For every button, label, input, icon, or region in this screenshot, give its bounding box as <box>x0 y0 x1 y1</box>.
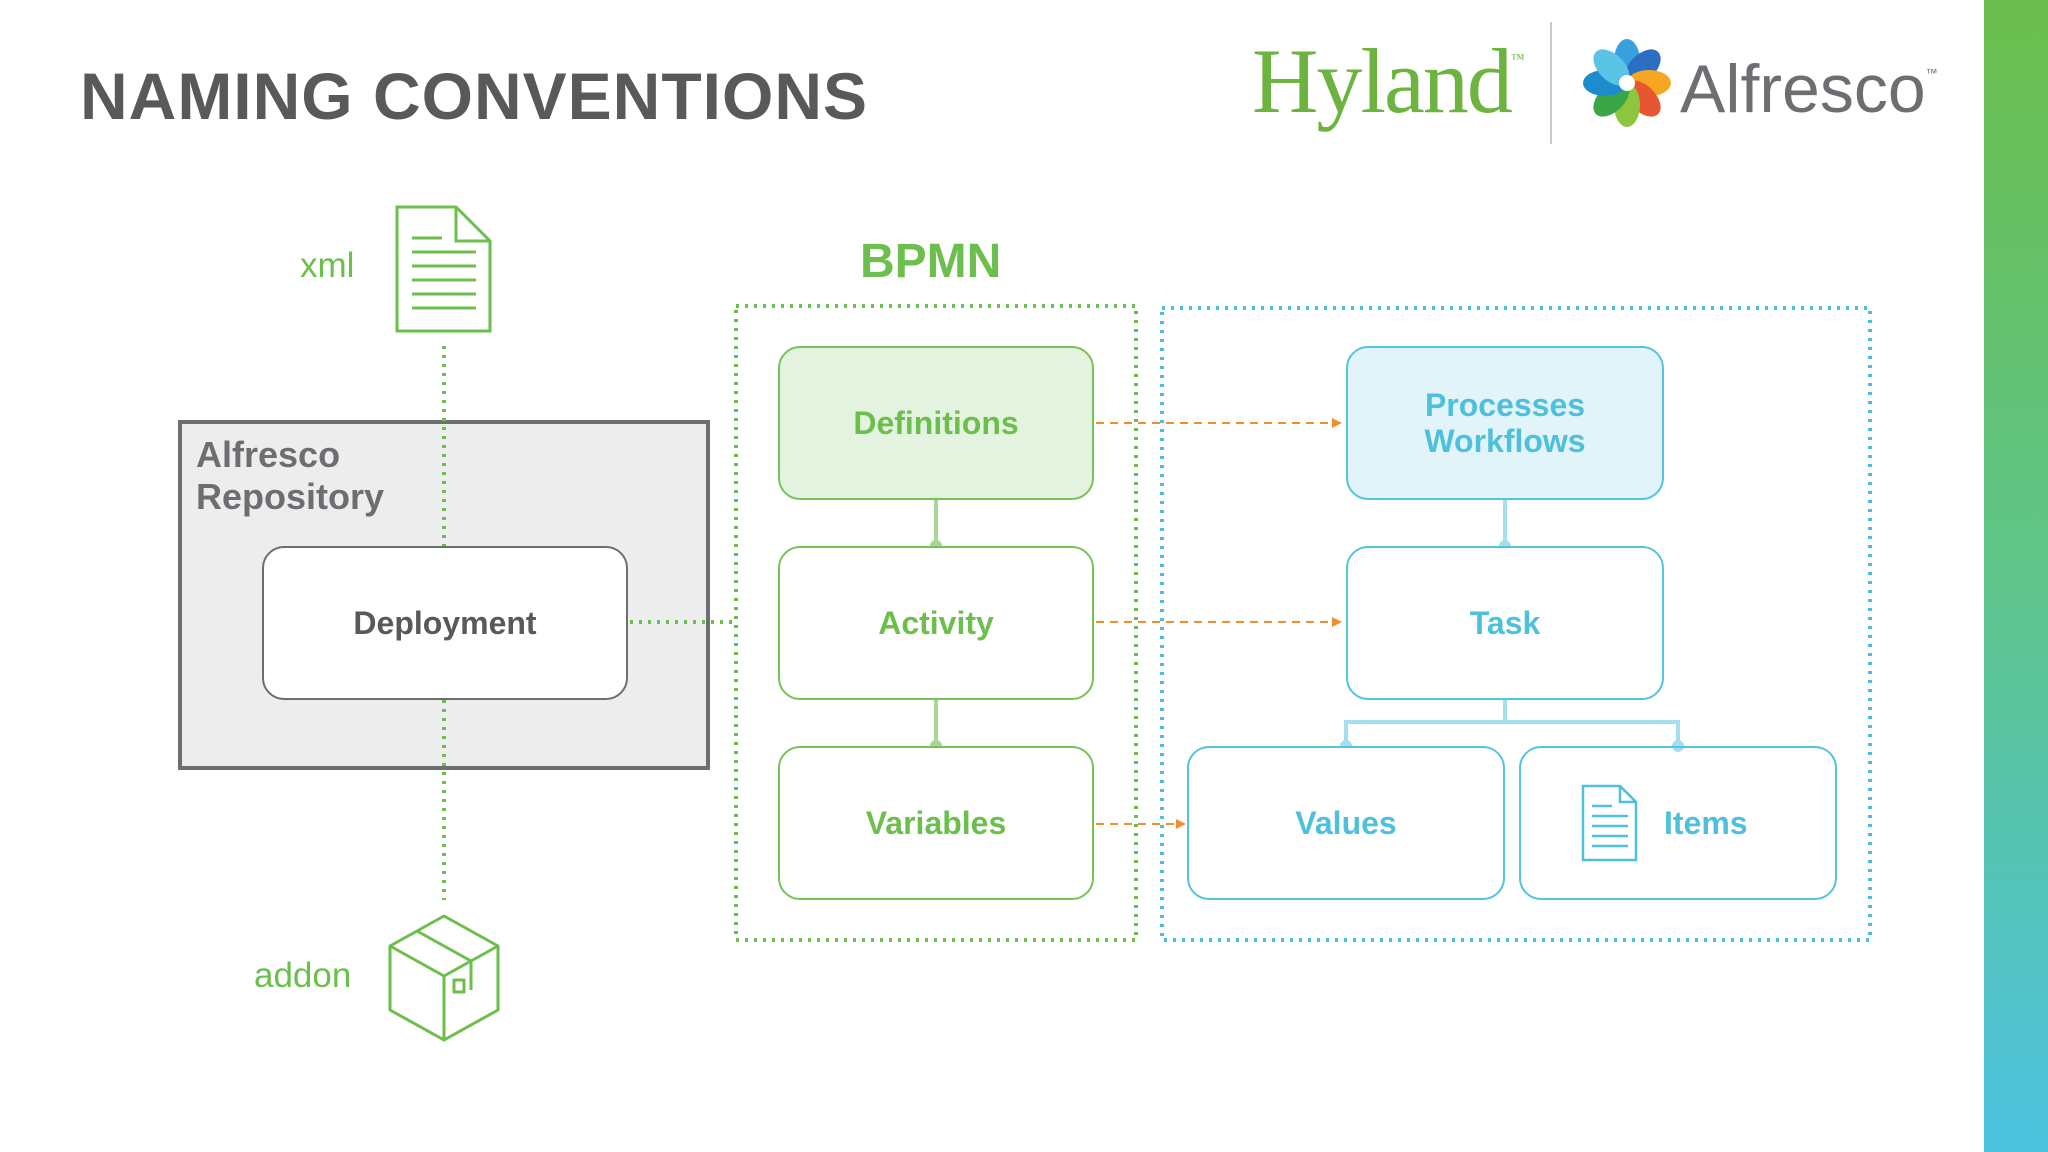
variables-label: Variables <box>865 804 1007 841</box>
definitions-label: Definitions <box>853 404 1019 441</box>
values-node: Values <box>1187 746 1505 900</box>
slide-title: NAMING CONVENTIONS <box>80 59 869 133</box>
alfresco-repository-label: Alfresco Repository <box>196 434 384 518</box>
values-label: Values <box>1295 804 1397 841</box>
xml-label: xml <box>300 246 355 285</box>
deployment-node: Deployment <box>262 546 628 700</box>
processes-workflows-node: Processes Workflows <box>1346 346 1664 500</box>
xml-document-icon <box>395 205 492 333</box>
hyland-logo-text: Hyland <box>1252 30 1513 132</box>
bpmn-title: BPMN <box>860 235 1002 288</box>
bpmn-container <box>734 304 1138 942</box>
logo-divider <box>1550 22 1552 144</box>
deployment-label: Deployment <box>353 604 537 641</box>
items-label: Items <box>1664 804 1748 841</box>
workflow-container <box>1160 306 1872 942</box>
hyland-trademark: ™ <box>1510 52 1525 67</box>
activity-label: Activity <box>878 604 994 641</box>
alfresco-logo-text: Alfresco <box>1680 51 1926 127</box>
activity-node: Activity <box>778 546 1094 700</box>
task-label: Task <box>1469 604 1541 641</box>
package-box-icon <box>388 914 500 1042</box>
repository-label-line1: Alfresco <box>196 434 341 475</box>
repository-label-line2: Repository <box>196 476 385 517</box>
items-document-icon <box>1581 784 1638 862</box>
addon-label: addon <box>254 956 352 995</box>
task-node: Task <box>1346 546 1664 700</box>
gradient-accent-stripe <box>1984 0 2048 1152</box>
definitions-node: Definitions <box>778 346 1094 500</box>
hyland-logo: Hyland™ <box>1252 28 1525 134</box>
alfresco-trademark: ™ <box>1925 66 1938 80</box>
variables-node: Variables <box>778 746 1094 900</box>
processes-label: Processes <box>1424 387 1586 423</box>
items-node: Items <box>1519 746 1837 900</box>
alfresco-logo: Alfresco™ <box>1680 50 1938 128</box>
workflows-label: Workflows <box>1424 423 1586 459</box>
